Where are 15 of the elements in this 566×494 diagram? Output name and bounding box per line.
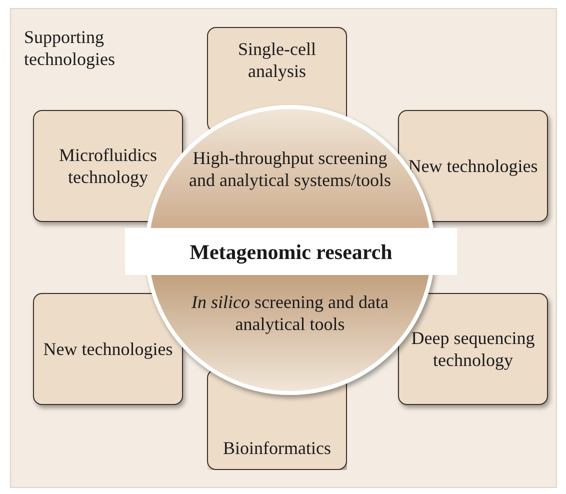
circle-text: In silico screening and data analytical tools bbox=[190, 291, 390, 335]
circle-text: High-throughput screening and analytical systems/tools bbox=[188, 147, 392, 191]
box-label: Deep sequencing technology bbox=[410, 327, 536, 371]
box-label: Single-cell analysis bbox=[237, 38, 317, 82]
title-text: Metagenomic research bbox=[190, 240, 392, 262]
technology-box bbox=[33, 293, 183, 405]
box-label: New technologies bbox=[43, 338, 173, 360]
box-label: Microfluidics technology bbox=[58, 144, 158, 188]
heading-label: Supporting technologies bbox=[24, 26, 116, 70]
box-label: Bioinformatics bbox=[223, 437, 331, 459]
technology-box bbox=[398, 293, 548, 405]
technology-box bbox=[33, 110, 183, 222]
box-label: New technologies bbox=[408, 155, 538, 177]
title-band bbox=[125, 228, 457, 275]
technology-box bbox=[398, 110, 548, 222]
